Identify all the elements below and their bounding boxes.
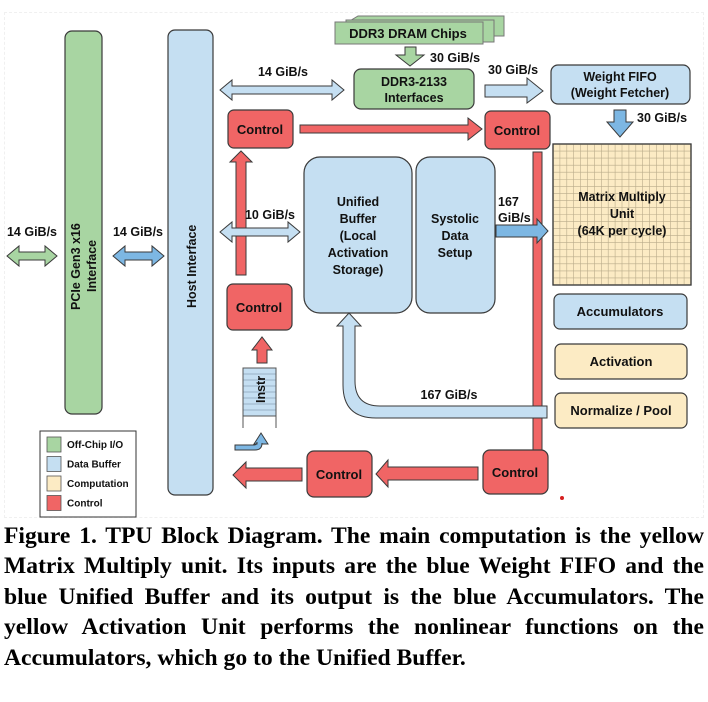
pcie-host-bandwidth: 14 GiB/s: [113, 225, 163, 239]
mmu-label-2: Unit: [610, 207, 635, 221]
control-right-arrow: [299, 116, 483, 142]
ddr-to-fifo-arrow: [484, 76, 544, 104]
legend-label: Data Buffer: [67, 460, 121, 471]
weight-fifo: Weight FIFO (Weight Fetcher): [550, 64, 691, 105]
ddr3-dram-chips: DDR3 DRAM Chips: [334, 15, 505, 45]
systolic-label-1: Systolic: [431, 212, 479, 226]
instr-label: Instr: [254, 376, 268, 403]
control-label: Control: [237, 122, 283, 137]
ub-label-1: Unified: [337, 195, 379, 209]
ddr3-dram-chips-label: DDR3 DRAM Chips: [349, 26, 467, 41]
instruction-queue: Instr: [242, 367, 277, 428]
red-dot-marker: [560, 496, 564, 500]
host-ub-bandwidth: 10 GiB/s: [245, 208, 295, 222]
activation: Activation: [554, 343, 688, 380]
fifo-to-mmu-bandwidth: 30 GiB/s: [637, 111, 687, 125]
accumulators-label: Accumulators: [577, 304, 664, 319]
pcie-label-2: Interface: [85, 240, 99, 292]
control-label: Control: [494, 123, 540, 138]
host-to-instr-arrow: [234, 432, 269, 451]
host-ddr-double-arrow: [219, 78, 345, 102]
legend-items: Off-Chip I/O Data BufferComputationContro…: [46, 436, 129, 511]
fifo-to-mmu-arrow: [605, 109, 635, 138]
control-top-right: Control: [484, 110, 551, 150]
unified-buffer: Unified Buffer (Local Activation Storage…: [303, 156, 413, 314]
pcie-label-1: PCIe Gen3 x16: [69, 223, 83, 310]
legend-swatch: [46, 495, 62, 511]
activation-label: Activation: [590, 354, 653, 369]
mmu-label-1: Matrix Multiply: [578, 190, 666, 204]
ub-label-2: Buffer: [340, 212, 377, 226]
mmu-label-3: (64K per cycle): [578, 224, 667, 238]
matrix-multiply-unit: Matrix Multiply Unit (64K per cycle): [552, 143, 692, 286]
dram-to-ddr-arrow: [394, 46, 426, 67]
ddr3-2133-interfaces: DDR3-2133 Interfaces: [353, 68, 475, 110]
external-pcie-double-arrow: [6, 244, 58, 268]
legend-swatch: [46, 475, 62, 492]
pcie-host-double-arrow: [112, 244, 165, 268]
host-interface-label: Host Interface: [185, 225, 199, 308]
instr-to-control-arrow: [250, 336, 274, 364]
normalize-pool-label: Normalize / Pool: [570, 403, 671, 418]
legend-swatch: [46, 456, 62, 472]
host-ddr-bandwidth: 14 GiB/s: [258, 65, 308, 79]
ddr-interfaces-label-1: DDR3-2133: [381, 75, 447, 89]
control-label: Control: [316, 467, 362, 482]
legend-label: Off-Chip I/O: [67, 440, 123, 451]
instr-queue-lines: [243, 373, 276, 411]
control-left-arrow-2: [232, 460, 303, 490]
weight-fifo-label-1: Weight FIFO: [583, 70, 657, 84]
legend-label: Control: [67, 499, 103, 510]
ub-label-3: (Local: [340, 229, 377, 243]
figure-caption: Figure 1. TPU Block Diagram. The main co…: [4, 523, 704, 671]
ddr-interfaces-label-2: Interfaces: [384, 91, 443, 105]
systolic-data-setup: Systolic Data Setup: [415, 156, 496, 314]
control-up-arrow: [228, 150, 254, 276]
systolic-to-mmu-arrow: [495, 217, 549, 245]
host-ub-double-arrow: [219, 220, 301, 244]
systolic-label-3: Setup: [438, 246, 473, 260]
host-interface: Host Interface: [167, 29, 214, 496]
control-middle-left: Control: [226, 283, 293, 331]
weight-fifo-label-2: (Weight Fetcher): [571, 86, 669, 100]
control-left-arrow-1: [375, 458, 479, 489]
systolic-mmu-bandwidth-2: GiB/s: [498, 211, 531, 225]
ddr-to-fifo-bandwidth: 30 GiB/s: [488, 63, 538, 77]
normalize-pool: Normalize / Pool: [554, 392, 688, 429]
legend-swatch: [46, 436, 62, 453]
systolic-label-2: Data: [441, 229, 469, 243]
control-label: Control: [492, 465, 538, 480]
mmu-grid: [553, 144, 691, 285]
legend-label: Computation: [67, 479, 129, 490]
dram-to-ddr-bandwidth: 30 GiB/s: [430, 51, 480, 65]
control-top-left: Control: [227, 109, 294, 149]
pcie-interface: PCIe Gen3 x16 Interface: [64, 30, 103, 415]
systolic-mmu-bandwidth-1: 167: [498, 195, 519, 209]
ub-label-5: Storage): [333, 263, 384, 277]
tpu-block-diagram: DDR3 DRAM Chips 30 GiB/s DDR3-2133 Inter…: [6, 15, 692, 518]
pool-to-ub-arrow: [335, 312, 548, 419]
control-bottom-right: Control: [482, 449, 549, 495]
pool-ub-bandwidth: 167 GiB/s: [421, 388, 478, 402]
external-pcie-bandwidth: 14 GiB/s: [7, 225, 57, 239]
accumulators: Accumulators: [553, 293, 688, 330]
ub-label-4: Activation: [328, 246, 388, 260]
legend: Off-Chip I/O Data BufferComputationContro…: [39, 430, 137, 518]
control-label: Control: [236, 300, 282, 315]
control-bottom-middle: Control: [306, 450, 373, 498]
